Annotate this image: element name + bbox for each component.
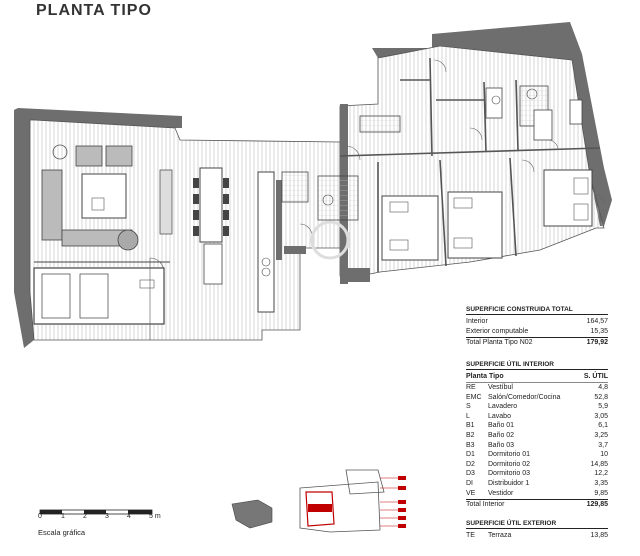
scale-tick: 2 (83, 513, 87, 520)
table-row: Exterior computable 15,35 (466, 327, 608, 335)
construida-table: SUPERFICIE CONSTRUIDA TOTAL Interior 164… (466, 306, 608, 348)
page-title: PLANTA TIPO (36, 2, 152, 19)
util-interior-table: SUPERFICIE ÚTIL INTERIOR Planta Tipo S. … (466, 361, 608, 510)
scale-tick: 3 (105, 513, 109, 520)
table-header: Planta Tipo S. ÚTIL (466, 372, 608, 383)
scale-tick: 5 m (149, 513, 161, 520)
scale-bar (39, 509, 153, 515)
util-exterior-heading: SUPERFICIE ÚTIL EXTERIOR (466, 520, 608, 529)
table-total-row: Total Planta Tipo N02 179,92 (466, 337, 608, 347)
scale-caption: Escala gráfica (38, 528, 86, 537)
scale-tick: 0 (38, 513, 42, 520)
table-total-row: Total Interior 129,85 (466, 499, 608, 509)
scale-tick: 4 (127, 513, 131, 520)
util-interior-heading: SUPERFICIE ÚTIL INTERIOR (466, 361, 608, 370)
table-row: Interior 164,57 (466, 318, 608, 325)
key-plan (231, 469, 406, 533)
living-wing (14, 108, 341, 348)
construida-heading: SUPERFICIE CONSTRUIDA TOTAL (466, 306, 608, 315)
scale-tick: 1 (61, 513, 65, 520)
bedroom-wing (281, 22, 612, 284)
